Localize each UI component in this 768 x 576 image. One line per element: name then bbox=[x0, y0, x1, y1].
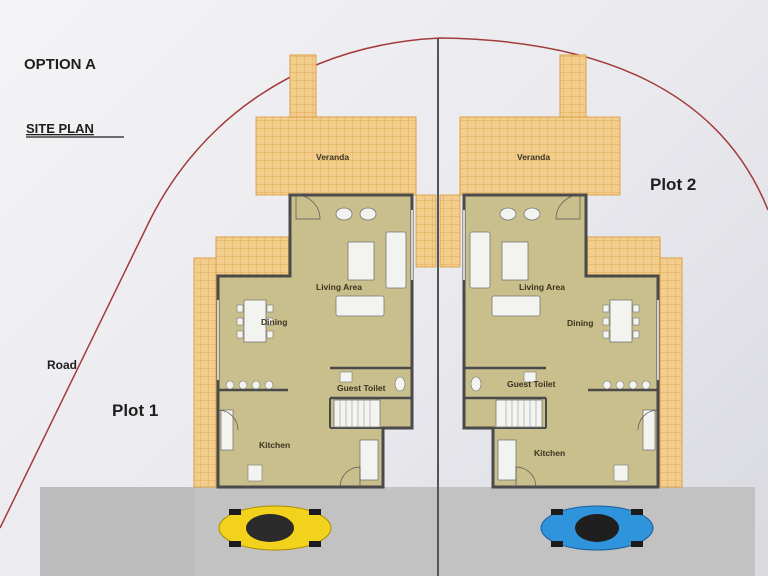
dining-label-right: Dining bbox=[567, 318, 593, 328]
living-label-left: Living Area bbox=[316, 282, 362, 292]
plot-2-label: Plot 2 bbox=[650, 175, 696, 194]
kitchen-label-right: Kitchen bbox=[534, 448, 565, 458]
house-plot-1 bbox=[192, 53, 438, 489]
page-title: OPTION A bbox=[24, 56, 96, 73]
toilet-label-right: Guest Toilet bbox=[507, 379, 556, 389]
plot-boundary bbox=[0, 37, 768, 529]
veranda-label-left: Veranda bbox=[316, 152, 349, 162]
living-label-right: Living Area bbox=[519, 282, 565, 292]
page-subtitle: SITE PLAN bbox=[26, 121, 94, 136]
kitchen-label-left: Kitchen bbox=[259, 440, 290, 450]
veranda-label-right: Veranda bbox=[517, 152, 550, 162]
house-plot-2 bbox=[438, 53, 684, 489]
car-plot-1 bbox=[218, 505, 332, 551]
dining-label-left: Dining bbox=[261, 317, 287, 327]
road-label: Road bbox=[47, 358, 77, 372]
car-plot-2 bbox=[540, 505, 654, 551]
toilet-label-left: Guest Toilet bbox=[337, 383, 386, 393]
plot-1-label: Plot 1 bbox=[112, 401, 158, 420]
